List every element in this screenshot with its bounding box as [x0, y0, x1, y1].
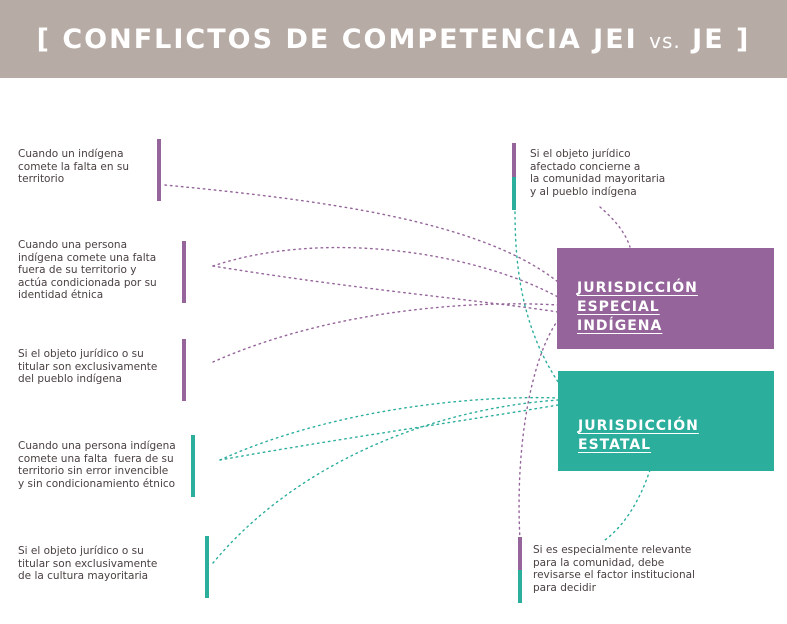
jei-line-3: INDÍGENA: [577, 318, 663, 334]
right-bar-bottom-teal: [518, 570, 522, 603]
jei-line-2: ESPECIAL: [577, 299, 660, 315]
left-criterion-3: Si el objeto jurídico o su titular son e…: [18, 348, 158, 385]
header-banner: [ CONFLICTOS DE COMPETENCIA JEI vs. JE ]: [0, 0, 787, 78]
left-criterion-4: Cuando una persona indígena comete una f…: [18, 440, 176, 490]
je-line-1: JURISDICCIÓN: [578, 418, 699, 434]
connector-right-bottom-jei: [518, 319, 559, 541]
jei-box: JURISDICCIÓN ESPECIAL INDÍGENA: [557, 248, 774, 349]
connector-left-2b: [212, 265, 559, 313]
connector-right-top-jei: [599, 206, 631, 248]
left-criterion-5: Si el objeto jurídico o su titular son e…: [18, 545, 158, 582]
left-bar-5: [205, 536, 209, 598]
title-vs: vs.: [649, 28, 681, 53]
je-box: JURISDICCIÓN ESTATAL: [558, 371, 774, 471]
left-bar-3: [182, 339, 186, 401]
connector-left-2: [212, 246, 559, 298]
connector-left-3: [212, 303, 559, 363]
page-title: [ CONFLICTOS DE COMPETENCIA JEI vs. JE ]: [37, 24, 751, 55]
right-bar-top-teal: [512, 177, 516, 210]
left-bar-2: [182, 241, 186, 303]
connector-left-5: [212, 399, 559, 564]
left-bar-4: [191, 435, 195, 497]
connector-left-4b: [219, 404, 559, 461]
right-bar-top-purple: [512, 143, 516, 177]
title-main: [ CONFLICTOS DE COMPETENCIA JEI: [36, 23, 650, 55]
connector-left-1: [164, 184, 559, 283]
je-line-2: ESTATAL: [578, 437, 652, 453]
connector-right-bottom-je: [604, 469, 651, 541]
left-criterion-1: Cuando un indígena comete la falta en su…: [18, 148, 130, 185]
right-bar-bottom-purple: [518, 537, 522, 570]
connector-left-4: [219, 396, 559, 461]
right-criterion-bottom: Si es especialmente relevante para la co…: [533, 544, 695, 594]
left-bar-1: [157, 139, 161, 201]
right-criterion-top: Si el objeto jurídico afectado concierne…: [530, 148, 666, 198]
title-end: JE ]: [680, 23, 751, 55]
jei-line-1: JURISDICCIÓN: [577, 280, 698, 296]
left-criterion-2: Cuando una persona indígena comete una f…: [18, 239, 157, 301]
